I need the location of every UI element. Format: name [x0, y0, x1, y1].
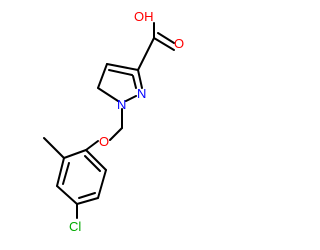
- bond-layer: [43, 22, 175, 219]
- bond-c4-c5: [97, 63, 108, 89]
- bond-methyl: [43, 137, 65, 159]
- bond-ch2-o: [109, 127, 123, 141]
- atom-label-ring-nitrogen-2: N: [137, 86, 146, 101]
- atom-label-ether-oxygen: O: [99, 134, 109, 149]
- bond-c3-c4-inner: [108, 69, 133, 76]
- bond-cooh-c-o-double-a: [153, 37, 175, 51]
- bond-ar-2-3-inner: [62, 162, 70, 185]
- bond-c3-c4: [106, 63, 139, 71]
- bond-o-aryl: [85, 140, 99, 151]
- structure-diagram: OH O N N O Cl: [43, 9, 184, 234]
- bond-cooh-c-o-double-b: [157, 32, 175, 44]
- bond-c5-n1: [97, 87, 119, 102]
- atom-label-hydroxyl: OH: [134, 9, 154, 24]
- atom-label-ring-nitrogen-1: N: [117, 97, 126, 112]
- bond-ar-5-6: [97, 169, 107, 199]
- bond-c3-cooh: [137, 37, 155, 71]
- bond-ar-4-5-inner: [78, 192, 96, 199]
- bond-n1-n2: [125, 95, 137, 102]
- bond-ar-1-2: [63, 149, 87, 159]
- atom-label-chlorine: Cl: [69, 219, 81, 234]
- atom-label-carbonyl-oxygen: O: [174, 36, 184, 51]
- atom-label-layer: OH O N N O Cl: [69, 9, 184, 234]
- bond-ar-6-1: [85, 149, 107, 171]
- bond-ar-6-1-inner: [84, 155, 101, 172]
- bond-n2-c3-inner: [132, 75, 137, 89]
- bond-ar-2-3: [56, 157, 65, 187]
- bond-ar-3-4: [56, 185, 78, 205]
- bond-ar-4-5: [76, 197, 99, 205]
- bond-n2-c3: [137, 69, 143, 89]
